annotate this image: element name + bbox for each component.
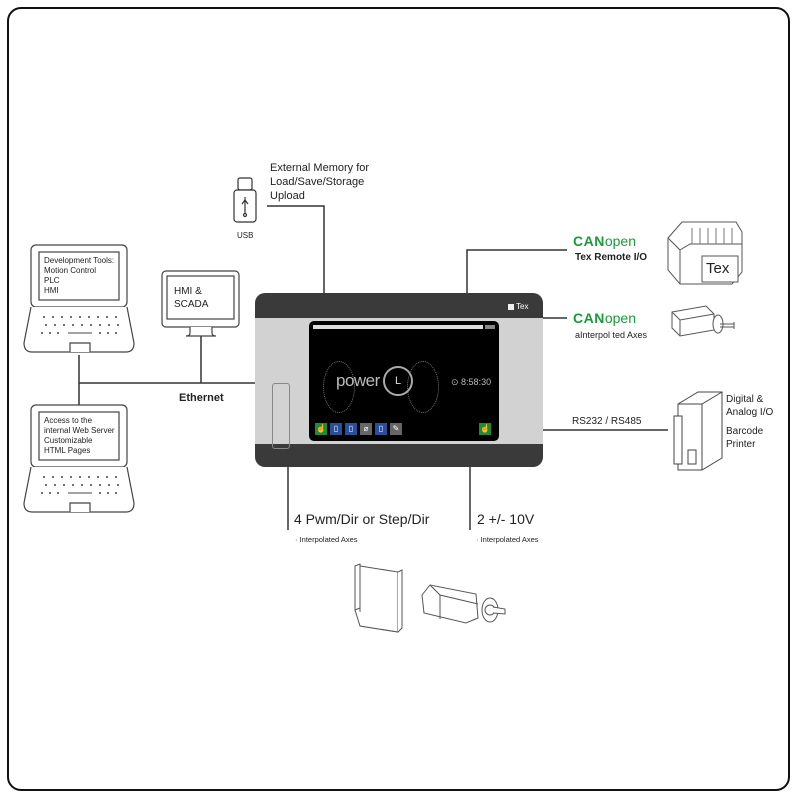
progress-bar (313, 325, 483, 329)
canopen-axes-label: aInterpol ted Axes (575, 330, 648, 340)
canopen-logo: CANopen (573, 233, 636, 249)
analog-sub-label: · Interpolated Axes (476, 535, 539, 544)
document-search-icon[interactable]: ▯ (345, 423, 357, 435)
servo-motor-icon (671, 305, 735, 337)
usb-description-line: Upload (270, 190, 305, 202)
brand-square-icon (508, 303, 514, 310)
usb-description: External Memory for Load/Save/Storage Up… (270, 161, 369, 203)
arc-decoration (323, 361, 355, 413)
screen-line: HTML Pages (44, 446, 91, 455)
hmi-label: HMI & SCADA (174, 285, 208, 311)
canopen-bold: CAN (573, 233, 605, 249)
clock-time: 8:58:30 (461, 377, 492, 387)
brand-logo: Tex (508, 302, 528, 311)
serial-label: RS232 / RS485 (572, 416, 642, 427)
hmi-line: SCADA (174, 299, 209, 310)
usb-slot (272, 383, 290, 449)
clock: ⊙ 8:58:30 (451, 377, 491, 388)
io-module-icon (673, 391, 723, 471)
screen-line: Access to the (44, 416, 93, 425)
screen-line: Development Tools: (44, 256, 115, 265)
laptop-screen-text: Development Tools: Motion Control PLC HM… (44, 256, 114, 296)
monitor-icon (161, 270, 240, 337)
document-icon[interactable]: ▯ (330, 423, 342, 435)
pwm-label: 4 Pwm/Dir or Step/Dir (294, 511, 430, 527)
canopen-light: open (604, 310, 636, 326)
brand-name: Tex (516, 302, 529, 311)
screen-line: internal Web Server (44, 426, 115, 435)
serial-device-line: Digital & (726, 394, 764, 405)
serial-devices: Digital & Analog I/O Barcode Printer (726, 393, 773, 451)
power-l-controller: Tex power L ⊙ 8:58:30 ☝ ▯ ▯ ⌀ ▯ ✎ ☝ (255, 293, 543, 467)
usb-stick-icon (233, 177, 257, 223)
analog-label: 2 +/- 10V (477, 511, 535, 527)
laptop-icon (23, 404, 135, 513)
usb-description-line: Load/Save/Storage (270, 176, 365, 188)
hand-icon[interactable]: ☝ (315, 423, 327, 435)
canopen-logo: CANopen (573, 310, 636, 326)
diagram-frame (7, 7, 790, 791)
canopen-io-line (466, 249, 567, 293)
screen-line: PLC (44, 276, 60, 285)
servo-motor-icon (421, 584, 506, 624)
usb-connection-line (267, 205, 325, 293)
laptop-keyboard-icon (41, 316, 119, 334)
serial-device-line: Printer (726, 439, 756, 450)
arc-decoration (407, 361, 439, 413)
ethernet-label: Ethernet (179, 392, 224, 404)
screen-line: Motion Control (44, 266, 97, 275)
document-edit-icon[interactable]: ✎ (390, 423, 402, 435)
canopen-light: open (604, 233, 636, 249)
canopen-io-label: Tex Remote I/O (575, 252, 648, 263)
usb-label: USB (237, 231, 254, 240)
canopen-bold: CAN (573, 310, 605, 326)
touch-icon[interactable]: ☝ (479, 423, 491, 435)
screen-line: Customizable (44, 436, 93, 445)
laptop-icon (23, 244, 135, 353)
serial-device-line: Analog I/O (726, 407, 774, 418)
remote-io-device-label: Tex (706, 260, 730, 277)
hmi-line: HMI & (174, 286, 202, 297)
logo-ring: L (383, 366, 413, 396)
screen-line: HMI (44, 286, 59, 295)
paperclip-icon[interactable]: ⌀ (360, 423, 372, 435)
laptop-screen-text: Access to the internal Web Server Custom… (44, 416, 115, 456)
driver-bracket-icon (354, 563, 403, 633)
pwm-sub-label: · Interpolated Axes (295, 535, 358, 544)
touch-screen[interactable]: power L ⊙ 8:58:30 ☝ ▯ ▯ ⌀ ▯ ✎ ☝ (309, 321, 499, 441)
remote-io-module-icon (667, 221, 743, 285)
logo-text: power (336, 371, 380, 390)
serial-device-line: Barcode (726, 426, 764, 437)
usb-description-line: External Memory for (270, 162, 370, 174)
clock-icon: ⊙ (451, 377, 462, 387)
document-lock-icon[interactable]: ▯ (375, 423, 387, 435)
laptop-keyboard-icon (41, 476, 119, 494)
progress-bar-end (485, 325, 495, 329)
